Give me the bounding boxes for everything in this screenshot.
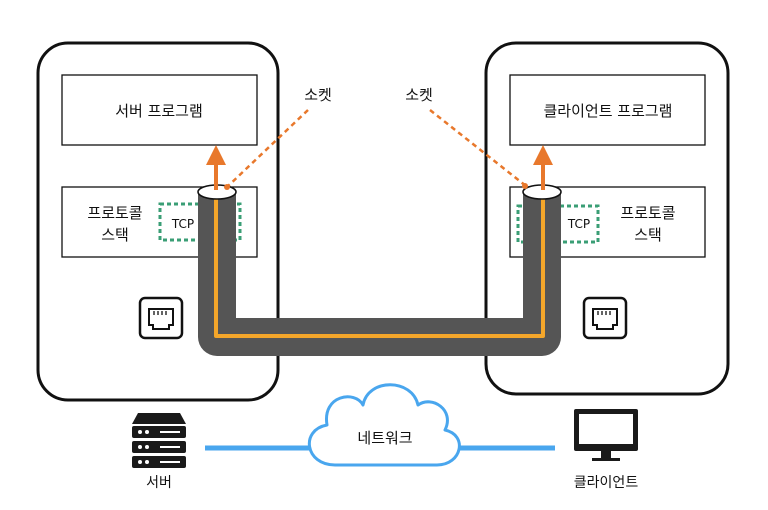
server-tcp-label: TCP [171, 217, 194, 231]
socket-pointer-right [429, 109, 527, 187]
server-device-label: 서버 [146, 475, 172, 491]
ethernet-port-icon [138, 296, 184, 340]
socket-pointer-right-dot [522, 183, 528, 189]
network-label: 네트워크 [357, 429, 412, 447]
cloud-icon [308, 383, 461, 467]
monitor-icon [574, 409, 638, 461]
socket-label-right: 소켓 [405, 86, 433, 104]
connection-pipe-core [214, 182, 545, 338]
server-program-box [61, 74, 258, 146]
ethernet-port-icon [582, 296, 628, 340]
client-device-label: 클라이언트 [574, 475, 639, 491]
client-program-box [509, 74, 706, 146]
server-stack-label-line2: 스택 [101, 226, 129, 244]
socket-label-left: 소켓 [304, 86, 332, 104]
client-stack-label-line1: 프로토콜 [620, 204, 675, 222]
client-stack-label-line2: 스택 [634, 226, 662, 244]
socket-pointer-left-dot [224, 184, 230, 190]
client-program-label: 클라이언트 프로그램 [544, 102, 673, 120]
server-program-label: 서버 프로그램 [115, 102, 203, 120]
socket-pointer-left [225, 109, 309, 189]
server-rack-icon [132, 413, 186, 468]
client-tcp-label: TCP [567, 217, 590, 231]
server-stack-label-line1: 프로토콜 [87, 204, 142, 222]
